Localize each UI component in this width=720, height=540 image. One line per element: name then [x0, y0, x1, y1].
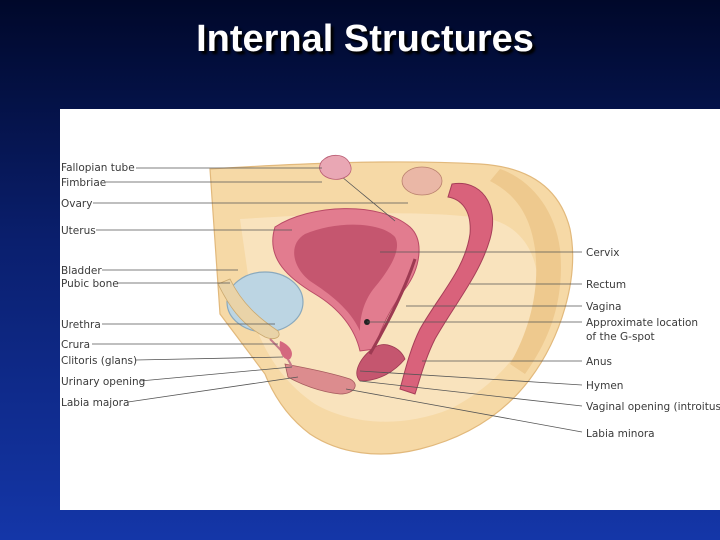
label-clitoris-glans: Clitoris (glans) [61, 355, 137, 367]
label-hymen: Hymen [586, 380, 623, 392]
label-crura: Crura [61, 339, 90, 351]
label-vagina: Vagina [586, 301, 621, 313]
label-labia-majora: Labia majora [61, 397, 129, 409]
anatomy-figure: Fallopian tube Fimbriae Ovary Uterus Bla… [60, 109, 720, 510]
label-anus: Anus [586, 356, 612, 368]
label-g-spot-line1: Approximate location [586, 317, 698, 329]
label-bladder: Bladder [61, 265, 102, 277]
label-vaginal-opening: Vaginal opening (introitus) [586, 401, 720, 413]
ovary [402, 167, 442, 195]
label-ovary: Ovary [61, 198, 92, 210]
label-g-spot-line2: of the G-spot [586, 331, 655, 343]
fimbriae [320, 155, 352, 179]
label-fimbriae: Fimbriae [61, 177, 106, 189]
label-fallopian-tube: Fallopian tube [61, 162, 135, 174]
label-uterus: Uterus [61, 225, 96, 237]
label-urinary-opening: Urinary opening [61, 376, 145, 388]
label-rectum: Rectum [586, 279, 626, 291]
label-labia-minora: Labia minora [586, 428, 655, 440]
slide-title: Internal Structures [0, 18, 720, 61]
label-pubic-bone: Pubic bone [61, 278, 119, 290]
anatomy-illustration: Fallopian tube Fimbriae Ovary Uterus Bla… [60, 109, 720, 510]
label-urethra: Urethra [61, 319, 101, 331]
label-cervix: Cervix [586, 247, 619, 259]
